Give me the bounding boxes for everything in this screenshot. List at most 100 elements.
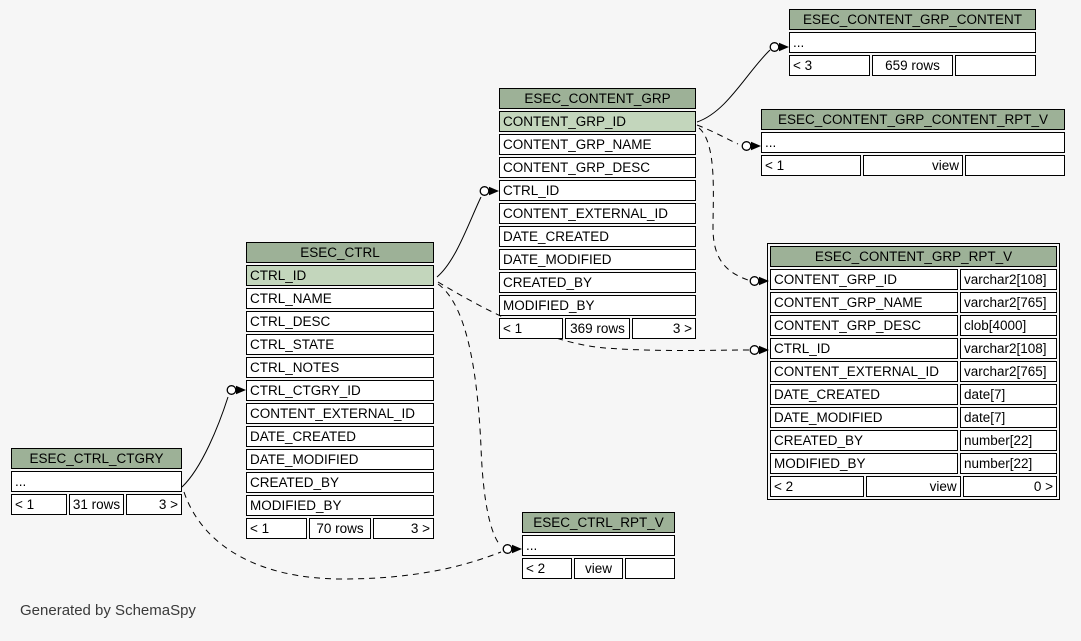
- column-row: CREATED_BY: [499, 272, 696, 293]
- table-title-esec_ctrl[interactable]: ESEC_CTRL: [246, 242, 434, 263]
- column-name-esec_content_grp-8: MODIFIED_BY: [499, 295, 696, 316]
- footer-children-esec_content_grp_rpt_v: 0 >: [962, 476, 1057, 497]
- table-title-esec_content_grp[interactable]: ESEC_CONTENT_GRP: [499, 88, 696, 109]
- column-name-esec_content_grp_rpt_v-0: CONTENT_GRP_ID: [770, 269, 958, 290]
- column-name-esec_ctrl-1: CTRL_NAME: [246, 288, 434, 309]
- footer-rows-esec_content_grp_content: 659 rows: [872, 55, 953, 76]
- column-type-esec_content_grp_rpt_v-2: clob[4000]: [960, 315, 1057, 336]
- fk-arrow-icon: [779, 42, 789, 52]
- column-name-esec_content_grp_rpt_v-3: CTRL_ID: [770, 338, 958, 359]
- column-type-esec_content_grp_rpt_v-3: varchar2[108]: [960, 338, 1057, 359]
- zero-or-more-circle-icon: [502, 544, 513, 554]
- column-row: CTRL_NAME: [246, 288, 434, 309]
- column-row: MODIFIED_BY: [499, 295, 696, 316]
- column-name-esec_ctrl_rpt_v-0: ...: [522, 535, 675, 556]
- column-row: DATE_MODIFIED: [499, 249, 696, 270]
- footer-parents-esec_content_grp_content: < 3: [789, 55, 870, 76]
- footer-rows-esec_ctrl_ctgry: 31 rows: [68, 494, 125, 515]
- column-name-esec_content_grp-7: CREATED_BY: [499, 272, 696, 293]
- column-name-esec_content_grp-2: CONTENT_GRP_DESC: [499, 157, 696, 178]
- fk-arrow-icon: [759, 276, 769, 286]
- fk-arrow-icon: [512, 544, 522, 554]
- column-row: CTRL_ID: [246, 265, 434, 286]
- footer-children-esec_content_grp: 3 >: [631, 318, 696, 339]
- column-name-esec_content_grp-4: CONTENT_EXTERNAL_ID: [499, 203, 696, 224]
- column-name-esec_content_grp_rpt_v-1: CONTENT_GRP_NAME: [770, 292, 958, 313]
- column-name-esec_ctrl-0: CTRL_ID: [246, 265, 434, 286]
- zero-or-more-circle-icon: [741, 141, 752, 151]
- column-name-esec_content_grp_rpt_v-6: DATE_MODIFIED: [770, 407, 958, 428]
- column-name-esec_content_grp-3: CTRL_ID: [499, 180, 696, 201]
- column-name-esec_ctrl-7: DATE_CREATED: [246, 426, 434, 447]
- column-name-esec_content_grp-0: CONTENT_GRP_ID: [499, 111, 696, 132]
- column-row: CONTENT_GRP_NAME: [499, 134, 696, 155]
- column-type-esec_content_grp_rpt_v-5: date[7]: [960, 384, 1057, 405]
- table-title-esec_content_grp_content[interactable]: ESEC_CONTENT_GRP_CONTENT: [789, 9, 1036, 30]
- column-name-esec_content_grp_rpt_v-2: CONTENT_GRP_DESC: [770, 315, 958, 336]
- footer-rows-esec_ctrl: 70 rows: [309, 518, 371, 539]
- relationship-edge-6: [181, 396, 229, 488]
- table-title-esec_content_grp_rpt_v[interactable]: ESEC_CONTENT_GRP_RPT_V: [770, 246, 1057, 267]
- footer-rows-esec_content_grp_rpt_v: view: [866, 476, 961, 497]
- column-row: ...: [522, 535, 675, 556]
- column-name-esec_ctrl-6: CONTENT_EXTERNAL_ID: [246, 403, 434, 424]
- column-name-esec_content_grp-6: DATE_MODIFIED: [499, 249, 696, 270]
- footer-rows-esec_content_grp: 369 rows: [565, 318, 630, 339]
- column-row: CONTENT_EXTERNAL_ID: [246, 403, 434, 424]
- column-type-esec_content_grp_rpt_v-7: number[22]: [960, 430, 1057, 451]
- zero-or-more-circle-icon: [226, 385, 237, 395]
- footer-children-esec_ctrl: 3 >: [372, 518, 434, 539]
- column-name-esec_content_grp-5: DATE_CREATED: [499, 226, 696, 247]
- column-name-esec_content_grp_rpt_v-7: CREATED_BY: [770, 430, 958, 451]
- column-row: CTRL_STATE: [246, 334, 434, 355]
- column-row: CTRL_CTGRY_ID: [246, 380, 434, 401]
- footer-parents-esec_content_grp: < 1: [499, 318, 564, 339]
- column-row: CONTENT_GRP_DESC: [499, 157, 696, 178]
- column-name-esec_ctrl-5: CTRL_CTGRY_ID: [246, 380, 434, 401]
- column-row: DATE_MODIFIED: [246, 449, 434, 470]
- column-row: CONTENT_GRP_ID: [499, 111, 696, 132]
- column-row: ...: [789, 32, 1036, 53]
- relationship-edge-2: [698, 127, 749, 281]
- footer-parents-esec_content_grp_content_rpt_v: < 1: [761, 155, 861, 176]
- footer-parents-esec_ctrl_ctgry: < 1: [11, 494, 67, 515]
- footer-children-esec_ctrl_rpt_v: [625, 558, 676, 579]
- footer-children-esec_content_grp_content: [955, 55, 1036, 76]
- zero-or-more-circle-icon: [769, 42, 780, 52]
- column-type-esec_content_grp_rpt_v-4: varchar2[765]: [960, 361, 1057, 382]
- generated-by-note: Generated by SchemaSpy: [20, 602, 196, 619]
- column-row: MODIFIED_BY: [246, 495, 434, 516]
- column-row: CTRL_ID: [499, 180, 696, 201]
- zero-or-more-circle-icon: [749, 276, 760, 286]
- column-row: CTRL_NOTES: [246, 357, 434, 378]
- relationship-edge-5: [437, 283, 502, 547]
- footer-children-esec_content_grp_content_rpt_v: [965, 155, 1065, 176]
- column-name-esec_ctrl-4: CTRL_NOTES: [246, 357, 434, 378]
- footer-rows-esec_ctrl_rpt_v: view: [573, 558, 624, 579]
- column-name-esec_ctrl-8: DATE_MODIFIED: [246, 449, 434, 470]
- table-title-esec_content_grp_content_rpt_v[interactable]: ESEC_CONTENT_GRP_CONTENT_RPT_V: [761, 109, 1065, 130]
- table-title-esec_ctrl_rpt_v[interactable]: ESEC_CTRL_RPT_V: [522, 512, 675, 533]
- column-row: CTRL_DESC: [246, 311, 434, 332]
- fk-arrow-icon: [759, 345, 769, 355]
- relationship-edge-3: [436, 196, 482, 278]
- zero-or-more-circle-icon: [749, 345, 760, 355]
- table-title-esec_ctrl_ctgry[interactable]: ESEC_CTRL_CTGRY: [11, 448, 182, 469]
- relationship-edge-4: [437, 281, 751, 351]
